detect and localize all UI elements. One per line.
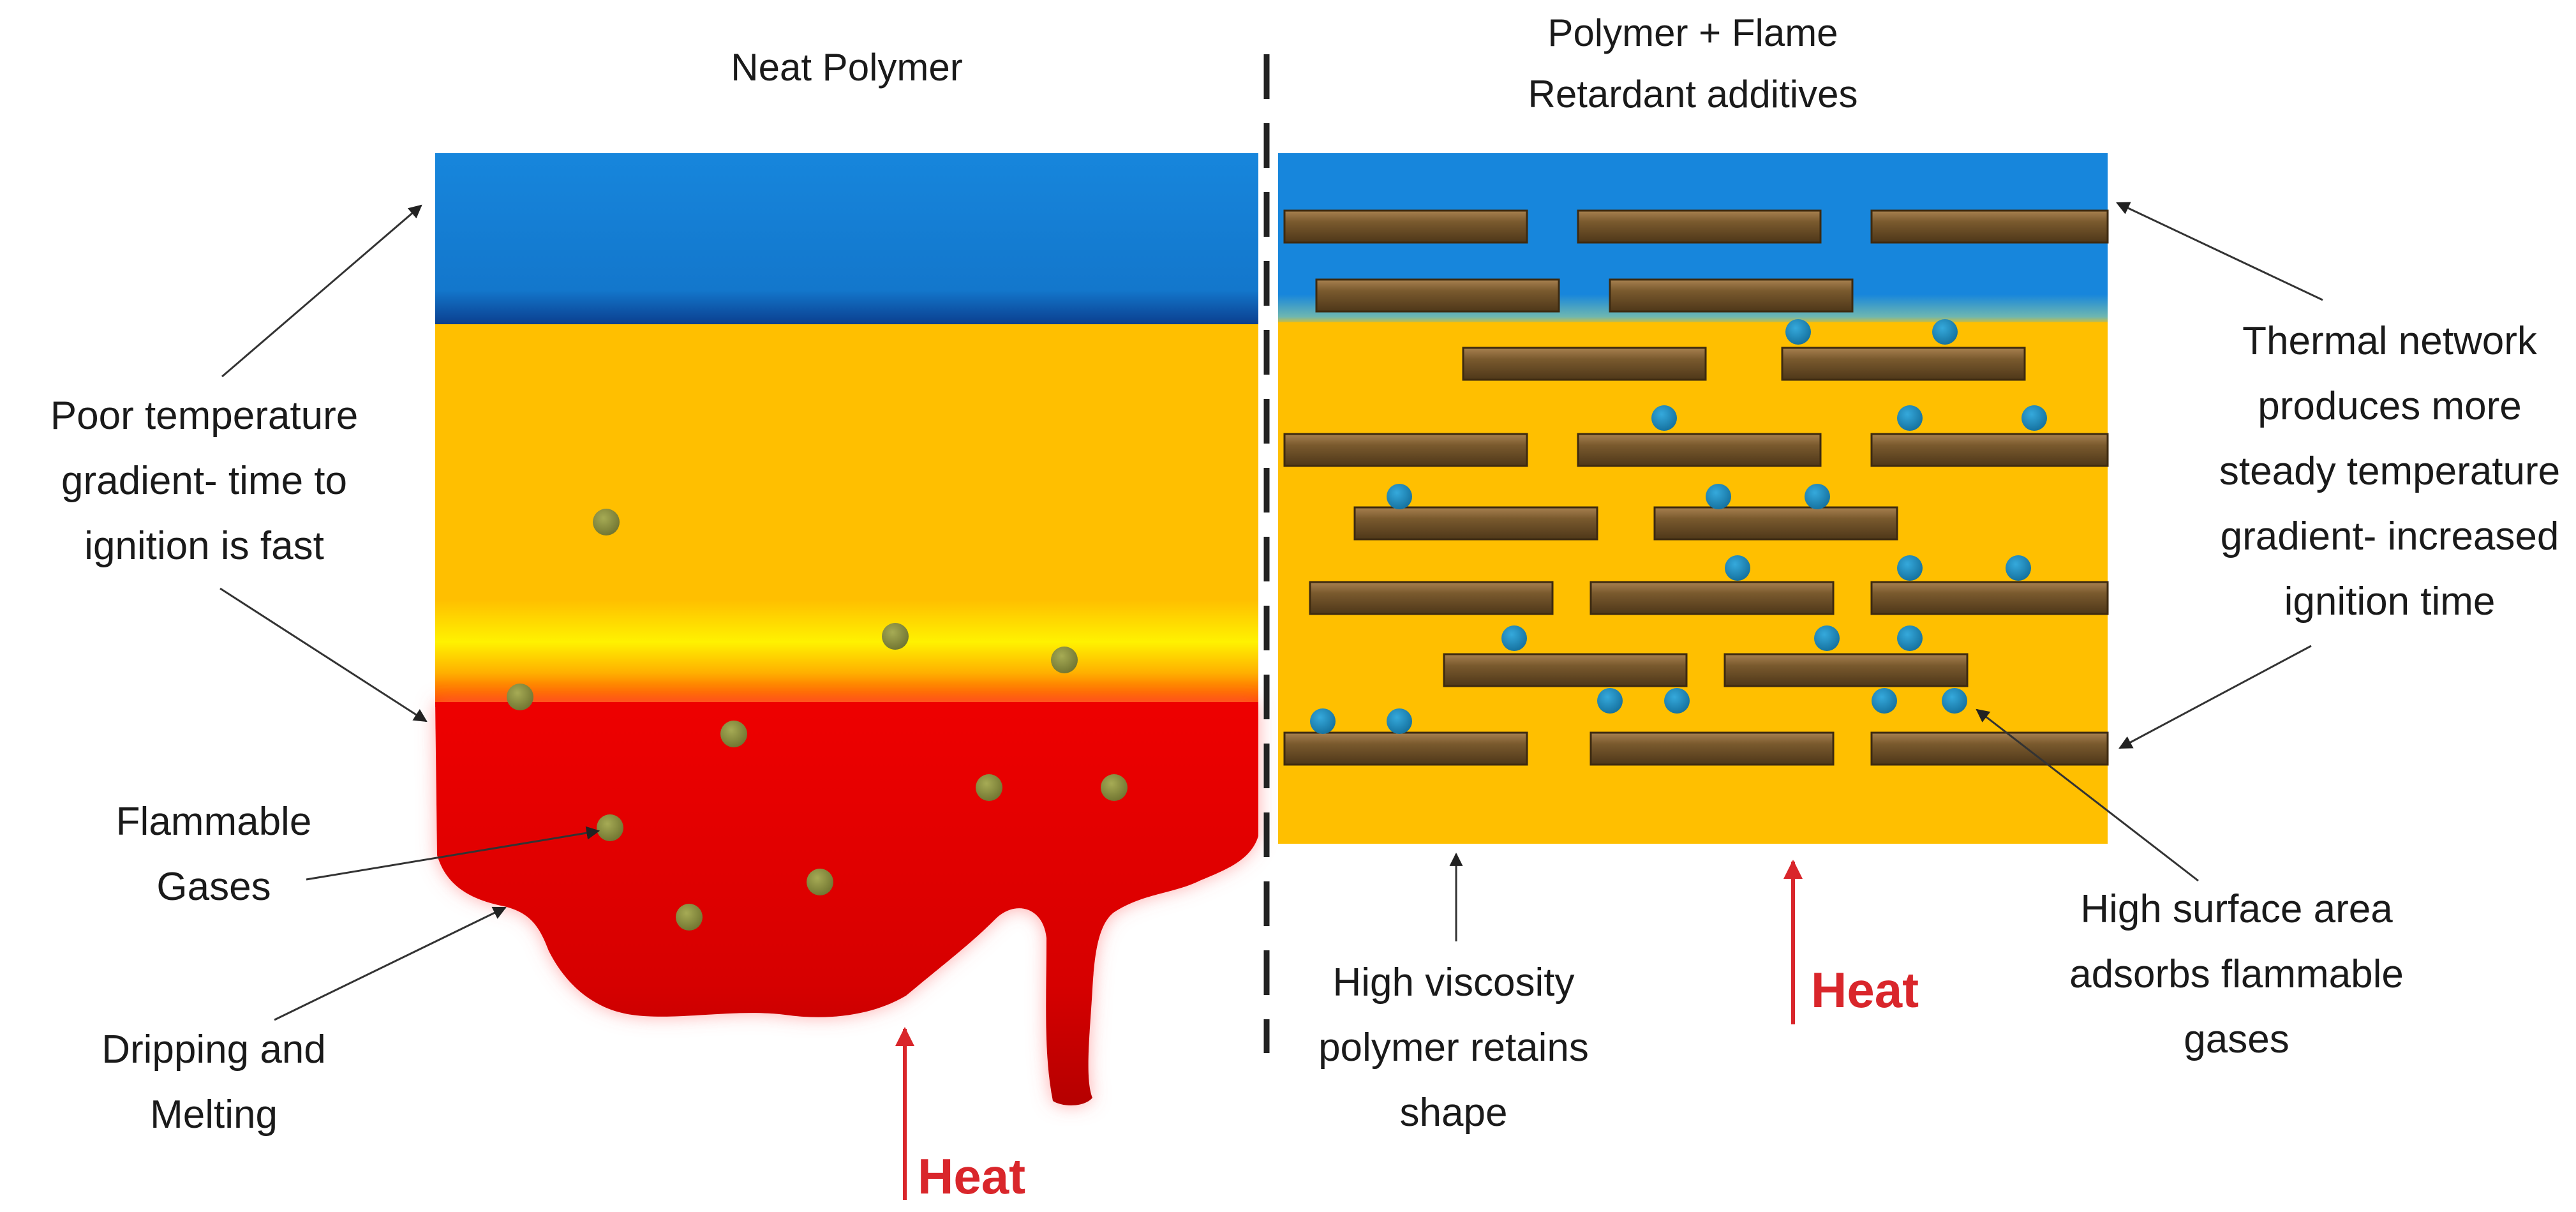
flammable-gases-line2: Gases: [156, 865, 271, 909]
thermal-network-line1: Thermal network: [2242, 319, 2538, 363]
adsorbed-particle: [1897, 555, 1923, 581]
adsorbed-particle: [1310, 708, 1336, 734]
gas-particle: [882, 623, 909, 650]
thermal-network-line4: gradient- increased: [2221, 514, 2559, 558]
viscosity-label: High viscosity polymer retains shape: [1318, 961, 1589, 1135]
flammable-gases-label: Flammable Gases: [116, 800, 312, 909]
dripping-line1: Dripping and: [101, 1028, 326, 1072]
platelet-network: [1283, 209, 2109, 766]
viscosity-line2: polymer retains: [1318, 1026, 1589, 1070]
thermal-network-line3: steady temperature: [2219, 449, 2560, 493]
platelet: [1283, 433, 1528, 467]
gas-particle: [1051, 647, 1078, 673]
platelet: [1315, 278, 1560, 313]
poor-gradient-line2: gradient- time to: [61, 459, 347, 503]
thermal-network-arrow-up: [2116, 202, 2323, 301]
platelet: [1443, 653, 1688, 687]
neat-polymer-title: Neat Polymer: [731, 46, 962, 89]
melt-zone-red: [435, 702, 1258, 1105]
adsorbed-particle: [1664, 688, 1690, 714]
viscosity-line3: shape: [1400, 1091, 1508, 1135]
surface-area-label: High surface area adsorbs flammable gase…: [2069, 887, 2404, 1061]
gas-particle: [593, 509, 620, 535]
adsorbed-particle: [1805, 484, 1830, 509]
platelet: [1577, 209, 1822, 244]
poor-gradient-line1: Poor temperature: [50, 394, 358, 438]
adsorbed-particles: [1310, 319, 2047, 734]
platelet: [1590, 581, 1835, 615]
platelet: [1724, 653, 1969, 687]
adsorbed-particle: [1942, 688, 1967, 714]
platelet: [1653, 506, 1898, 541]
adsorbed-particle: [1814, 625, 1840, 651]
poor-gradient-label: Poor temperature gradient- time to ignit…: [50, 394, 358, 568]
gas-particle: [807, 869, 833, 895]
adsorbed-particle: [1932, 319, 1958, 345]
platelet: [1283, 731, 1528, 766]
adsorbed-particle: [2006, 555, 2031, 581]
gas-particle: [720, 721, 747, 747]
surface-area-line1: High surface area: [2080, 887, 2393, 931]
platelet: [1870, 731, 2109, 766]
platelet: [1353, 506, 1598, 541]
thermal-network-line2: produces more: [2258, 384, 2522, 428]
adsorbed-particle: [1651, 405, 1677, 431]
adsorbed-particle: [1785, 319, 1811, 345]
flammable-gases-arrow: [306, 826, 600, 881]
fr-title-line2: Retardant additives: [1528, 73, 1858, 116]
neat-polymer-panel: [435, 153, 1258, 1105]
thermal-network-label: Thermal network produces more steady tem…: [2219, 319, 2560, 624]
platelet: [1870, 433, 2109, 467]
dripping-label: Dripping and Melting: [101, 1028, 326, 1137]
platelet: [1781, 347, 2026, 381]
heat-label-left: Heat: [918, 1148, 1025, 1204]
platelet: [1283, 209, 1528, 244]
adsorbed-particle: [1706, 484, 1731, 509]
adsorbed-particle: [1725, 555, 1750, 581]
platelet: [1309, 581, 1554, 615]
adsorbed-particle: [1387, 708, 1412, 734]
adsorbed-particle: [1501, 625, 1527, 651]
platelet: [1609, 278, 1854, 313]
flammable-gases-line1: Flammable: [116, 800, 312, 844]
poor-gradient-arrow-down: [220, 587, 428, 722]
poor-gradient-arrow-up: [221, 204, 422, 378]
warm-zone-yellow: [435, 324, 1258, 707]
surface-area-line3: gases: [2184, 1017, 2289, 1061]
heat-label-right: Heat: [1811, 962, 1919, 1018]
poor-gradient-line3: ignition is fast: [84, 524, 324, 568]
platelet: [1870, 209, 2109, 244]
gas-particle: [1101, 774, 1128, 801]
flame-retardant-panel: [1278, 153, 2109, 844]
flammable-gas-particles: [507, 509, 1128, 931]
adsorbed-particle: [1597, 688, 1623, 714]
dripping-line2: Melting: [150, 1093, 278, 1137]
gas-particle: [676, 904, 703, 931]
adsorbed-particle: [2021, 405, 2047, 431]
dripping-arrow: [274, 906, 507, 1021]
thermal-network-arrow-down: [2118, 645, 2312, 749]
adsorbed-particle: [1897, 625, 1923, 651]
surface-area-line2: adsorbs flammable: [2069, 952, 2404, 996]
gas-particle: [597, 814, 623, 841]
cold-zone-blue: [435, 153, 1258, 324]
viscosity-line1: High viscosity: [1333, 961, 1575, 1005]
fr-title-line1: Polymer + Flame: [1547, 11, 1838, 54]
platelet: [1590, 731, 1835, 766]
surface-area-arrow: [1976, 708, 2199, 882]
adsorbed-particle: [1387, 484, 1412, 509]
adsorbed-particle: [1872, 688, 1897, 714]
gas-particle: [507, 684, 533, 710]
gas-particle: [976, 774, 1002, 801]
adsorbed-particle: [1897, 405, 1923, 431]
platelet: [1870, 581, 2109, 615]
thermal-network-line5: ignition time: [2284, 580, 2496, 624]
platelet: [1577, 433, 1822, 467]
platelet: [1462, 347, 1707, 381]
